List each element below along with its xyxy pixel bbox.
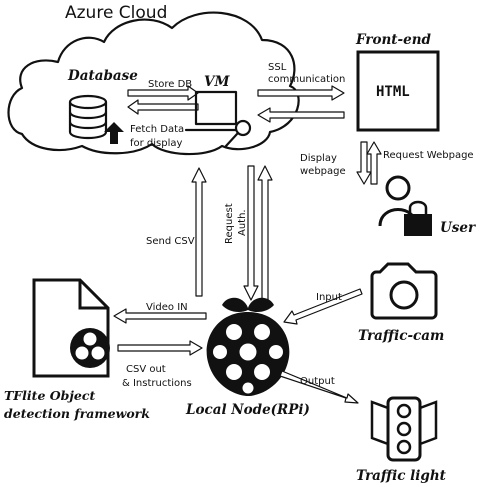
- display-webpage-label-2: webpage: [300, 166, 346, 177]
- traffic-cam-label: Traffic-cam: [358, 328, 444, 344]
- fetch-data-arrow: [127, 99, 199, 115]
- display-webpage-arrow: [356, 141, 372, 185]
- send-csv-arrow: [191, 167, 207, 297]
- user-lock-icon: [378, 175, 432, 236]
- user-label: User: [440, 220, 476, 236]
- vm-label: VM: [204, 74, 230, 90]
- output-label: Output: [300, 376, 335, 387]
- output-arrow: [279, 370, 359, 404]
- csv-out-label-2: & Instructions: [122, 378, 192, 389]
- fetch-data-label-2: for display: [130, 138, 183, 149]
- tflite-label-1: TFlite Object: [4, 388, 95, 403]
- request-auth-arrow: [243, 165, 259, 301]
- database-icon: [68, 94, 108, 140]
- store-db-arrow: [127, 85, 199, 101]
- svg-text:HTML: HTML: [376, 84, 410, 100]
- ssl-label-2: communication: [268, 74, 345, 85]
- request-auth-label-2: Auth.: [237, 209, 248, 236]
- video-in-arrow: [113, 308, 207, 324]
- csv-out-label-1: CSV out: [126, 364, 166, 375]
- tflite-logo-icon: [70, 328, 110, 368]
- raspberry-pi-icon: [206, 297, 290, 396]
- auth-response-arrow: [257, 165, 273, 301]
- database-label: Database: [67, 68, 138, 84]
- azure-cloud-shape: [7, 11, 300, 156]
- input-arrow: [283, 288, 363, 325]
- request-auth-label-1: Request: [224, 203, 235, 244]
- laptop-wrench-icon: [184, 90, 252, 148]
- traffic-light-icon: [370, 396, 438, 462]
- store-db-label: Store DB: [148, 79, 192, 90]
- fetch-data-label-1: Fetch Data: [130, 124, 184, 135]
- upload-arrow-icon: [104, 122, 124, 144]
- tflite-label-2: detection framework: [4, 406, 150, 421]
- send-csv-label: Send CSV: [146, 236, 195, 247]
- frontend-label: Front-end: [355, 32, 432, 48]
- azure-cloud-label: Azure Cloud: [65, 3, 167, 23]
- display-webpage-label-1: Display: [300, 153, 337, 164]
- ssl-arrow-to-frontend: [257, 85, 345, 101]
- html-page-icon: HTML: [356, 50, 440, 132]
- input-label: Input: [316, 292, 342, 303]
- traffic-light-label: Traffic light: [356, 468, 447, 484]
- local-node-label: Local Node(RPi): [185, 402, 310, 418]
- request-webpage-label: Request Webpage: [383, 150, 474, 161]
- camera-icon: [370, 262, 438, 320]
- video-in-label: Video IN: [146, 302, 188, 313]
- ssl-arrow-to-vm: [257, 107, 345, 123]
- csv-out-arrow: [117, 340, 203, 356]
- request-webpage-arrow: [366, 141, 382, 185]
- ssl-label-1: SSL: [268, 62, 287, 73]
